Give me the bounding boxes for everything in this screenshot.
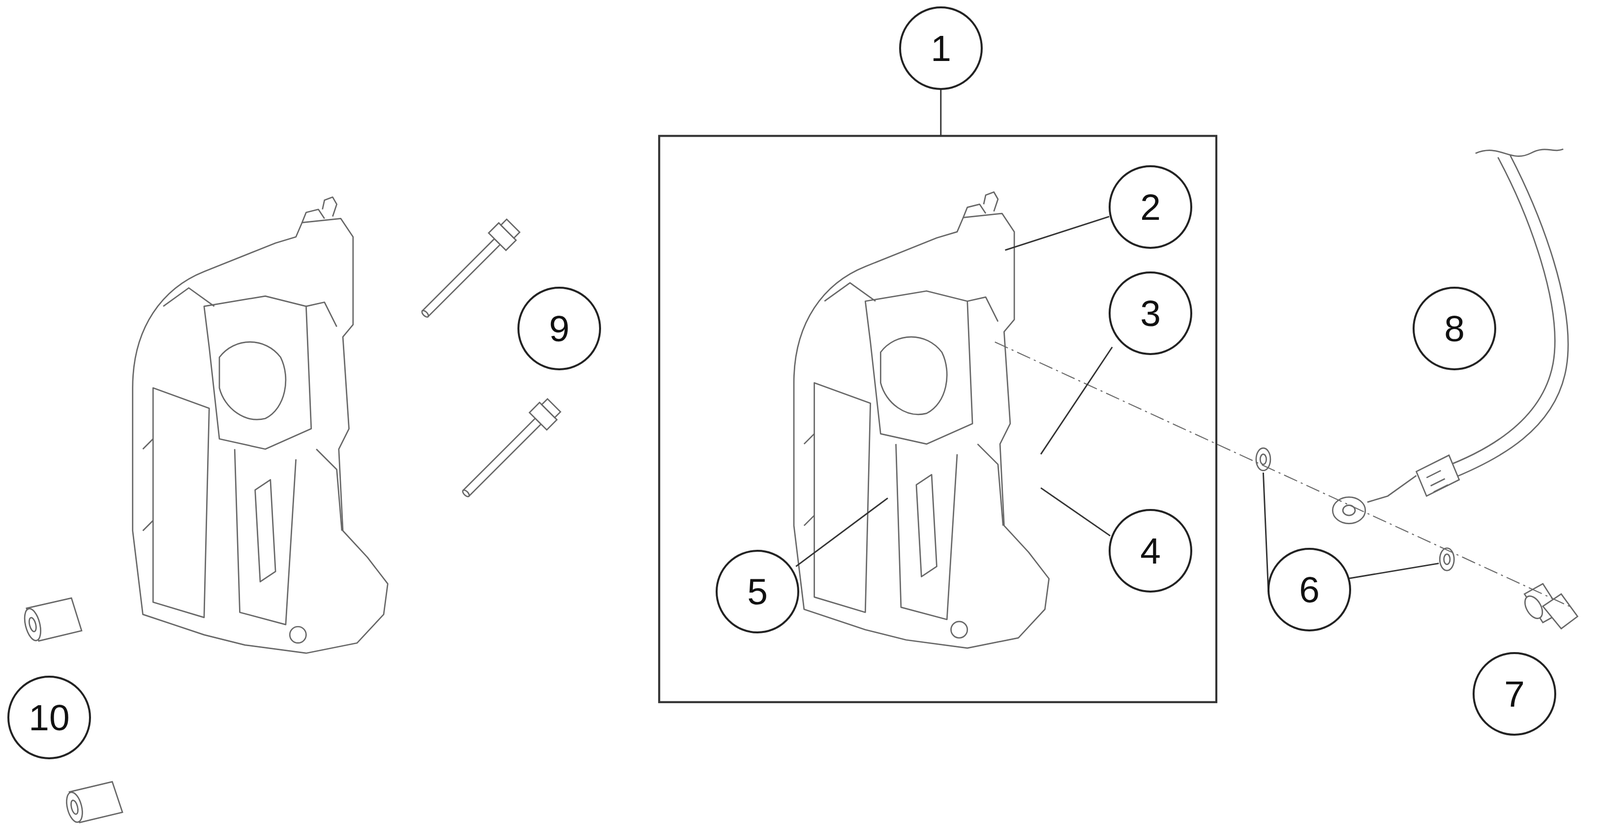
callout-circle: 8 [1412,286,1497,371]
callout-circle: 2 [1108,165,1193,249]
callout-circle: 10 [7,675,91,760]
callout-circle: 9 [517,286,602,371]
callout-number: 6 [1298,571,1320,609]
callout-number: 9 [548,310,570,348]
callout-circle: 7 [1472,652,1557,736]
callout-number: 7 [1504,675,1525,713]
callout-number: 1 [930,30,952,67]
callout-circle: 1 [899,6,983,91]
callout-circle: 5 [715,549,800,634]
callout-number: 2 [1140,188,1161,226]
callout-number: 3 [1140,295,1161,333]
callout-circle: 3 [1108,271,1193,356]
callout-number: 5 [747,573,768,611]
callout-number: 4 [1140,532,1161,570]
callout-circle: 4 [1108,509,1193,593]
callout-circle: 6 [1267,547,1352,632]
callout-number: 8 [1444,310,1465,348]
callout-number: 10 [28,699,70,737]
